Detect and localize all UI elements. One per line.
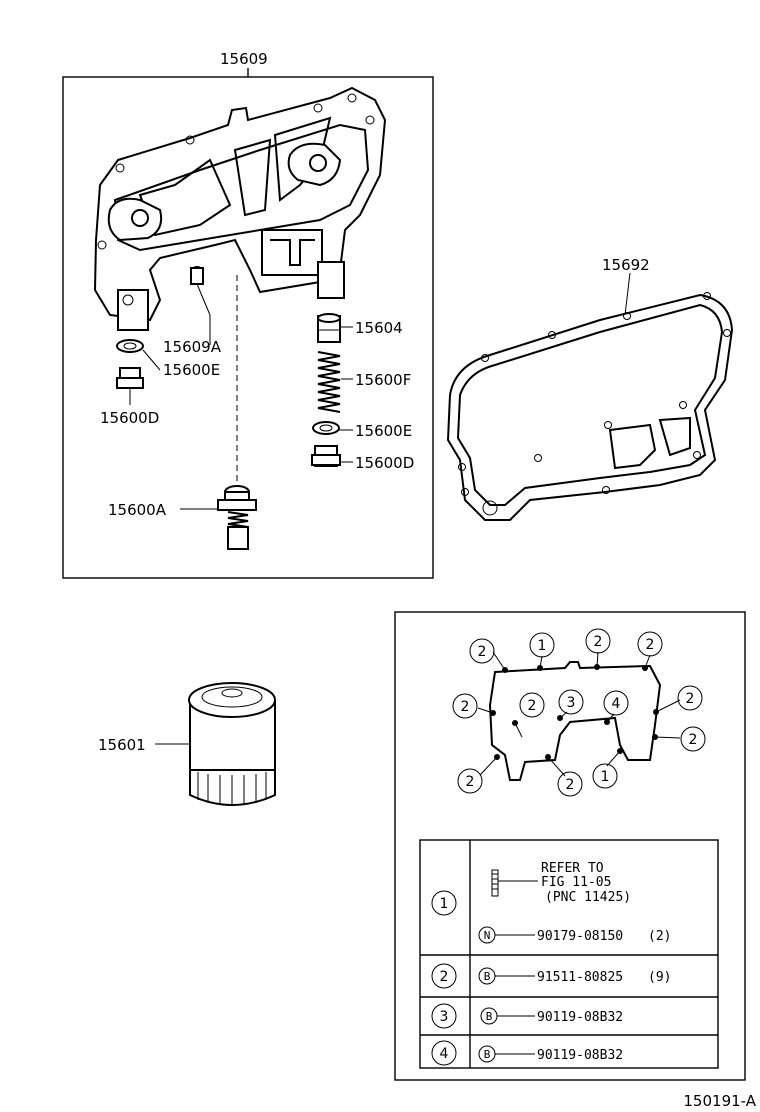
bolt-marker: 2: [557, 771, 583, 797]
bolt-marker: 2: [677, 685, 703, 711]
callout-15604: 15604: [355, 319, 403, 337]
callout-15600d-left: 15600D: [100, 409, 159, 427]
bolt-marker: 1: [529, 632, 555, 658]
svg-text:1: 1: [601, 769, 610, 785]
legend-row-3: 3 B 90119-08B32: [431, 1003, 623, 1029]
callout-15600e-right: 15600E: [355, 422, 412, 440]
legend-quantity: (2): [648, 929, 671, 944]
svg-text:2: 2: [566, 777, 575, 793]
callout-15601: 15601: [98, 736, 146, 754]
svg-text:2: 2: [528, 698, 537, 714]
spring-drawing: [317, 351, 341, 413]
bolt-marker: 2: [452, 693, 478, 719]
refer-line-2: FIG 11-05: [541, 875, 611, 890]
relief-valve-drawing: [317, 313, 341, 343]
legend-key: 2: [440, 969, 449, 985]
bolt-marker: 2: [519, 692, 545, 718]
legend-symbol: B: [484, 1048, 491, 1061]
svg-text:3: 3: [567, 695, 576, 711]
bolt-map-outline: [488, 661, 662, 781]
bolt-marker: 2: [680, 726, 706, 752]
legend-part-number: 90119-08B32: [537, 1010, 623, 1025]
svg-text:1: 1: [538, 638, 547, 654]
legend-symbol: N: [484, 929, 491, 942]
callout-15600a: 15600A: [108, 501, 167, 519]
legend-row-1: 1 REFER TO FIG 11-05 (PNC 11425) N 90179…: [431, 861, 671, 944]
refer-bolt-icon: [491, 869, 499, 897]
legend-row-2: 2 B 91511-80825 (9): [431, 963, 671, 989]
bolt-marker: 2: [585, 628, 611, 654]
washer-right-drawing: [312, 421, 340, 435]
svg-text:2: 2: [461, 699, 470, 715]
union-bolt-drawing: [217, 485, 257, 550]
washer-left-drawing: [116, 339, 144, 353]
legend-symbol: B: [484, 970, 491, 983]
refer-line-1: REFER TO: [541, 861, 604, 876]
legend-part-number: 91511-80825: [537, 970, 623, 985]
bolt-marker: 3: [558, 689, 584, 715]
svg-text:2: 2: [689, 732, 698, 748]
svg-text:2: 2: [594, 634, 603, 650]
svg-text:2: 2: [646, 637, 655, 653]
legend-symbol: B: [486, 1010, 493, 1023]
legend-key: 1: [440, 896, 449, 912]
svg-text:2: 2: [478, 644, 487, 660]
callout-15600e-left: 15600E: [163, 361, 220, 379]
svg-text:4: 4: [612, 696, 621, 712]
bolt-marker: 2: [469, 638, 495, 664]
oil-housing-drawing: [93, 86, 387, 331]
legend-table: 1 REFER TO FIG 11-05 (PNC 11425) N 90179…: [419, 839, 719, 1069]
callout-15600d-right: 15600D: [355, 454, 414, 472]
callout-15609a: 15609A: [163, 338, 222, 356]
svg-text:2: 2: [466, 774, 475, 790]
svg-text:2: 2: [686, 691, 695, 707]
callout-15600f: 15600F: [355, 371, 411, 389]
legend-quantity: (9): [648, 970, 671, 985]
bolt-marker: 1: [592, 763, 618, 789]
plug-left-drawing: [116, 367, 144, 389]
bolt-map-frame: [394, 611, 746, 1081]
callout-15609: 15609: [220, 50, 268, 68]
oil-filter-drawing: [188, 682, 276, 806]
callout-15692: 15692: [602, 256, 650, 274]
bolt-map-markers: 2 1 2 2 2 2 3 4 2 2 2 2 1: [452, 628, 706, 797]
gasket-drawing: [446, 292, 734, 521]
legend-part-number: 90119-08B32: [537, 1048, 623, 1063]
legend-key: 3: [440, 1009, 449, 1025]
refer-line-3: (PNC 11425): [545, 890, 631, 905]
bolt-marker: 2: [637, 631, 663, 657]
bolt-marker: 2: [457, 768, 483, 794]
diagram-code: 150191-A: [683, 1092, 756, 1110]
legend-part-number: 90179-08150: [537, 929, 623, 944]
bolt-marker: 4: [603, 690, 629, 716]
legend-row-4: 4 B 90119-08B32: [431, 1040, 623, 1066]
legend-key: 4: [440, 1046, 449, 1062]
plug-right-drawing: [311, 445, 341, 467]
